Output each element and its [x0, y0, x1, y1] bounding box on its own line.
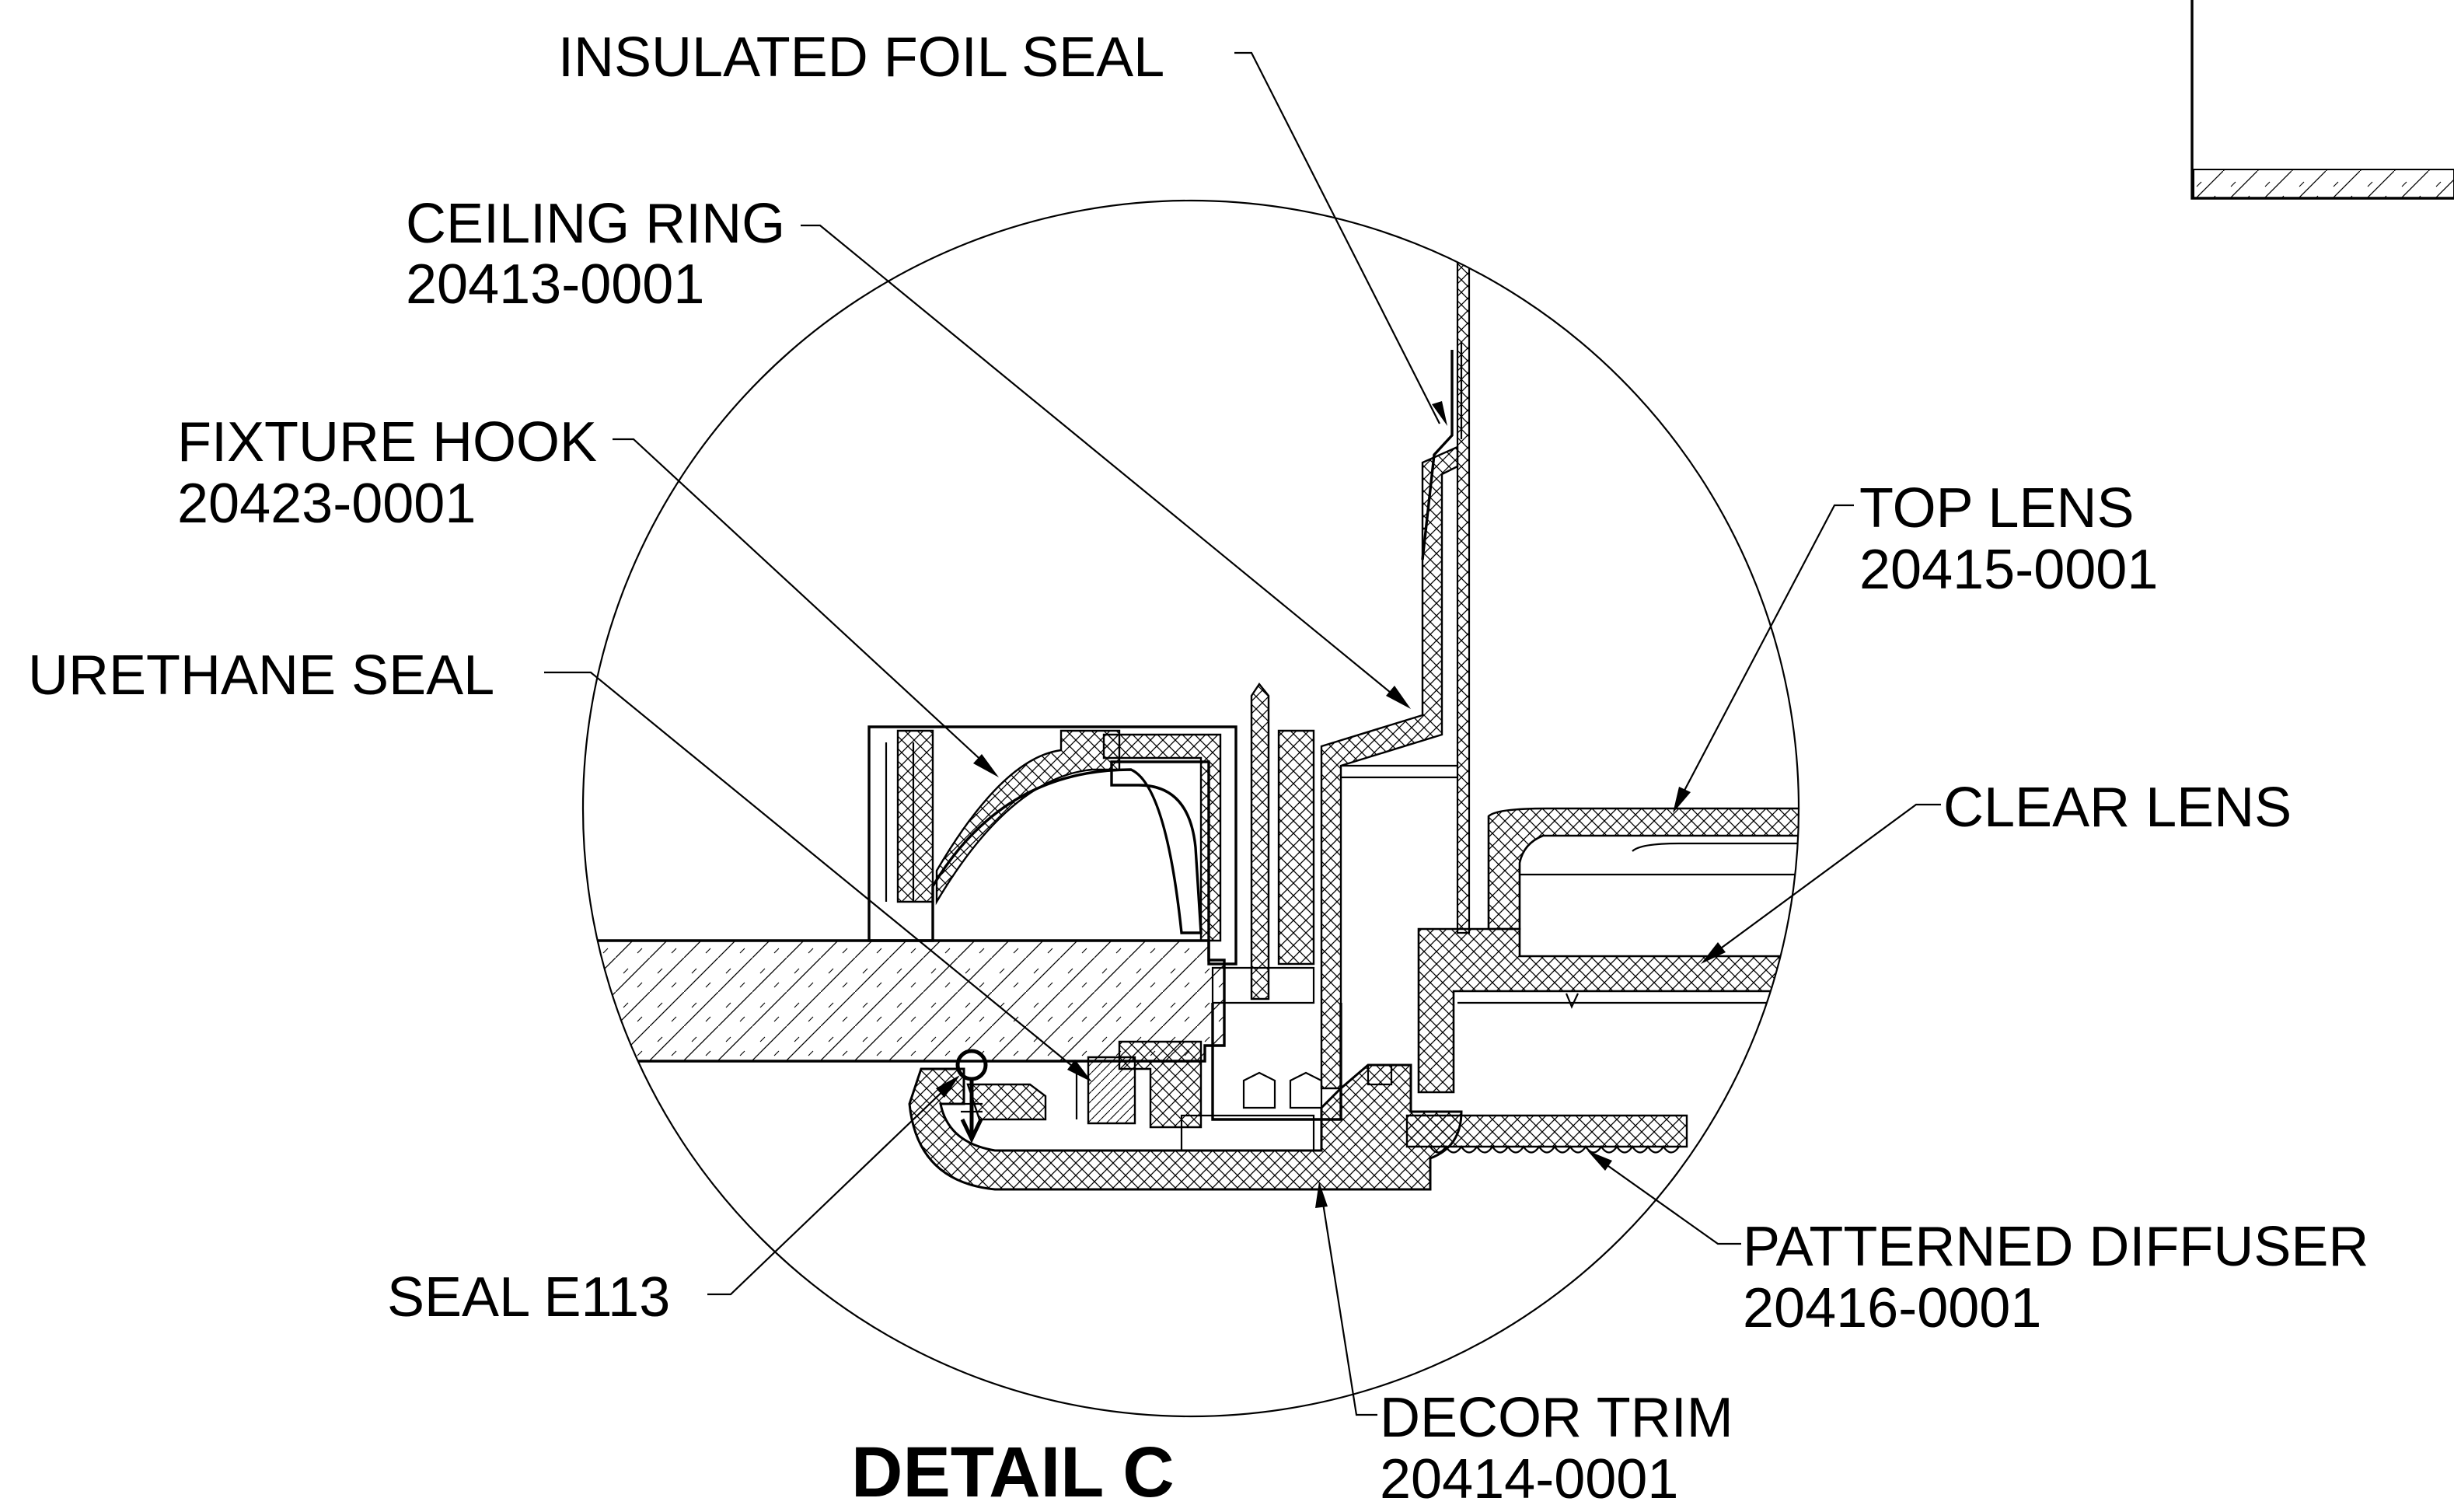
- part-fixture-hook: 20423-0001: [177, 473, 476, 535]
- part-decor-trim: 20414-0001: [1380, 1448, 1678, 1510]
- label-urethane-seal: URETHANE SEAL: [28, 644, 494, 707]
- insulated-foil-seal: [1421, 350, 1454, 560]
- callout-fixture-hook: FIXTURE HOOK 20423-0001: [177, 411, 597, 535]
- callout-seal-e113: SEAL E113: [387, 1266, 670, 1329]
- assembly-section: [589, 259, 1799, 1191]
- threaded-stud: [1250, 682, 1270, 1000]
- seal-e113: [966, 1083, 1047, 1121]
- label-insulated-foil-seal: INSULATED FOIL SEAL: [558, 26, 1164, 89]
- clear-lens: [1417, 927, 1799, 1094]
- ceiling-ring: [1456, 259, 1471, 934]
- label-decor-trim: DECOR TRIM: [1380, 1387, 1733, 1449]
- callout-top-lens: TOP LENS 20415-0001: [1859, 477, 2158, 601]
- callout-clear-lens: CLEAR LENS: [1943, 777, 2292, 839]
- callout-ceiling-ring: CEILING RING 20413-0001: [406, 193, 785, 316]
- adjacent-view-fragment: [2190, 0, 2454, 200]
- label-seal-e113: SEAL E113: [387, 1266, 670, 1329]
- decor-trim: [908, 1063, 1463, 1191]
- callout-patterned-diffuser: PATTERNED DIFFUSER 20416-0001: [1743, 1216, 2368, 1339]
- callout-urethane-seal: URETHANE SEAL: [28, 644, 494, 707]
- label-top-lens: TOP LENS: [1859, 477, 2135, 540]
- top-lens: [1487, 807, 1799, 931]
- part-top-lens: 20415-0001: [1859, 539, 2158, 601]
- label-ceiling-ring: CEILING RING: [406, 193, 785, 255]
- part-patterned-diffuser: 20416-0001: [1743, 1277, 2041, 1339]
- detail-title: DETAIL C: [851, 1433, 1175, 1512]
- label-patterned-diffuser: PATTERNED DIFFUSER: [1743, 1216, 2368, 1278]
- part-ceiling-ring: 20413-0001: [406, 253, 704, 316]
- callout-decor-trim: DECOR TRIM 20414-0001: [1380, 1387, 1733, 1510]
- leader-lines: [544, 51, 1941, 1416]
- label-clear-lens: CLEAR LENS: [1943, 777, 2292, 839]
- label-fixture-hook: FIXTURE HOOK: [177, 411, 597, 473]
- callout-insulated-foil-seal: INSULATED FOIL SEAL: [558, 26, 1164, 89]
